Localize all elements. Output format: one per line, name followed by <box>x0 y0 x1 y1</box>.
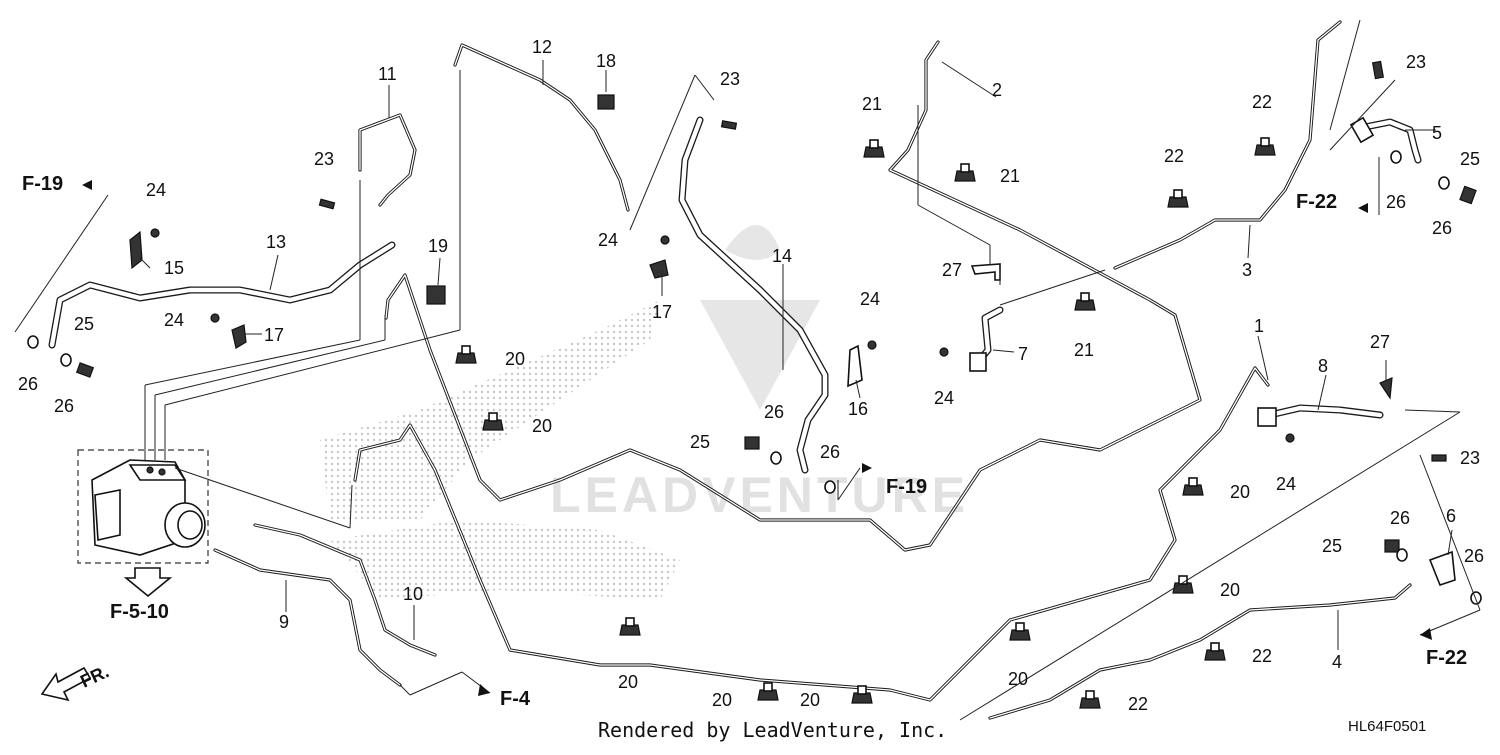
callout-11: 11 <box>378 64 397 84</box>
hose-14 <box>678 116 829 474</box>
callout-26g: 26 <box>1390 508 1410 528</box>
callout-25c: 25 <box>1460 149 1480 169</box>
callout-22a: 22 <box>1252 92 1272 112</box>
callout-9: 9 <box>279 612 289 632</box>
down-arrow-icon <box>123 567 173 598</box>
callout-13: 13 <box>266 232 286 252</box>
callout-24f: 24 <box>1276 474 1296 494</box>
ref-f22-top[interactable]: F-22 <box>1296 191 1337 213</box>
f22-bottom-arrow-icon <box>1420 628 1432 640</box>
render-credit: Rendered by LeadVenture, Inc. <box>598 718 948 742</box>
pipe-10 <box>253 523 437 657</box>
callout-27a: 27 <box>942 260 962 280</box>
f4-arrow-icon <box>478 684 490 696</box>
ref-f19-top[interactable]: F-19 <box>22 173 63 195</box>
callout-20b: 20 <box>532 416 552 436</box>
callout-25d: 25 <box>1322 536 1342 556</box>
callout-10: 10 <box>403 584 423 604</box>
callout-20g: 20 <box>712 690 732 710</box>
front-direction-label: FR. <box>77 661 112 691</box>
callout-26f: 26 <box>1432 218 1452 238</box>
callout-12: 12 <box>532 37 552 57</box>
callout-labels: 1 2 3 4 5 6 7 8 9 10 11 12 13 14 15 16 1… <box>18 37 1484 714</box>
pipe-1 <box>353 366 1270 702</box>
callout-21b: 21 <box>1000 166 1020 186</box>
callout-23a: 23 <box>720 69 740 89</box>
pipe-9 <box>213 548 402 687</box>
callout-23b: 23 <box>314 149 334 169</box>
callout-3: 3 <box>1242 260 1252 280</box>
ref-f5-10[interactable]: F-5-10 <box>110 601 169 623</box>
callout-21c: 21 <box>1074 340 1094 360</box>
callout-24d: 24 <box>860 289 880 309</box>
abs-modulator[interactable] <box>77 449 209 564</box>
pipe-12 <box>453 43 630 212</box>
callout-5: 5 <box>1432 123 1442 143</box>
callout-25b: 25 <box>690 432 710 452</box>
callout-22c: 22 <box>1252 646 1272 666</box>
callout-20e: 20 <box>618 672 638 692</box>
callout-1: 1 <box>1254 316 1264 336</box>
callout-26h: 26 <box>1464 546 1484 566</box>
callout-2: 2 <box>992 80 1002 100</box>
callout-27b: 27 <box>1370 332 1390 352</box>
f19-top-arrow-icon <box>82 180 92 190</box>
callout-26d: 26 <box>820 442 840 462</box>
callout-23c: 23 <box>1406 52 1426 72</box>
callout-17b: 17 <box>652 302 672 322</box>
callout-24e: 24 <box>934 388 954 408</box>
callout-20h: 20 <box>800 690 820 710</box>
f19-mid-arrow-icon <box>862 463 872 473</box>
leader-lines <box>14 19 1481 721</box>
ref-f19-mid[interactable]: F-19 <box>886 476 927 498</box>
clips <box>27 60 1482 709</box>
ref-f22-bottom[interactable]: F-22 <box>1426 647 1467 669</box>
front-direction-arrow-icon: FR. <box>40 661 112 702</box>
callout-26c: 26 <box>764 402 784 422</box>
callout-21a: 21 <box>862 94 882 114</box>
callout-24a: 24 <box>146 180 166 200</box>
watermark-text: LEADVENTURE <box>550 467 969 523</box>
pipe-3 <box>1113 20 1342 270</box>
pipe-4 <box>988 583 1412 720</box>
callout-25a: 25 <box>74 314 94 334</box>
callout-23d: 23 <box>1460 448 1480 468</box>
watermark-logo <box>320 300 680 600</box>
hose-8 <box>1266 404 1384 419</box>
callout-22b: 22 <box>1164 146 1184 166</box>
pipe-2-long <box>384 40 1202 552</box>
callout-20d: 20 <box>1220 580 1240 600</box>
callout-8: 8 <box>1318 356 1328 376</box>
callout-26e: 26 <box>1386 192 1406 212</box>
callout-14: 14 <box>772 246 792 266</box>
ref-f4[interactable]: F-4 <box>500 688 531 710</box>
callout-18: 18 <box>596 51 616 71</box>
callout-20a: 20 <box>505 349 525 369</box>
callout-7: 7 <box>1018 344 1028 364</box>
callout-24c: 24 <box>598 230 618 250</box>
callout-24b: 24 <box>164 310 184 330</box>
diagram-code: HL64F0501 <box>1348 718 1427 735</box>
watermark-emblem <box>700 225 820 410</box>
hose-13 <box>48 241 396 349</box>
f22-top-arrow-icon <box>1358 203 1368 213</box>
callout-15: 15 <box>164 258 184 278</box>
callout-20c: 20 <box>1230 482 1250 502</box>
callout-6: 6 <box>1446 506 1456 526</box>
callout-19: 19 <box>428 236 448 256</box>
callout-22d: 22 <box>1128 694 1148 714</box>
callout-16: 16 <box>848 399 868 419</box>
figure-references: F-19 F-19 F-22 F-22 F-4 F-5-10 <box>22 173 1467 710</box>
callout-20f: 20 <box>1008 669 1028 689</box>
callout-26a: 26 <box>18 374 38 394</box>
pipe-11 <box>358 113 417 207</box>
callout-4: 4 <box>1332 652 1342 672</box>
callout-26b: 26 <box>54 396 74 416</box>
callout-17a: 17 <box>264 325 284 345</box>
